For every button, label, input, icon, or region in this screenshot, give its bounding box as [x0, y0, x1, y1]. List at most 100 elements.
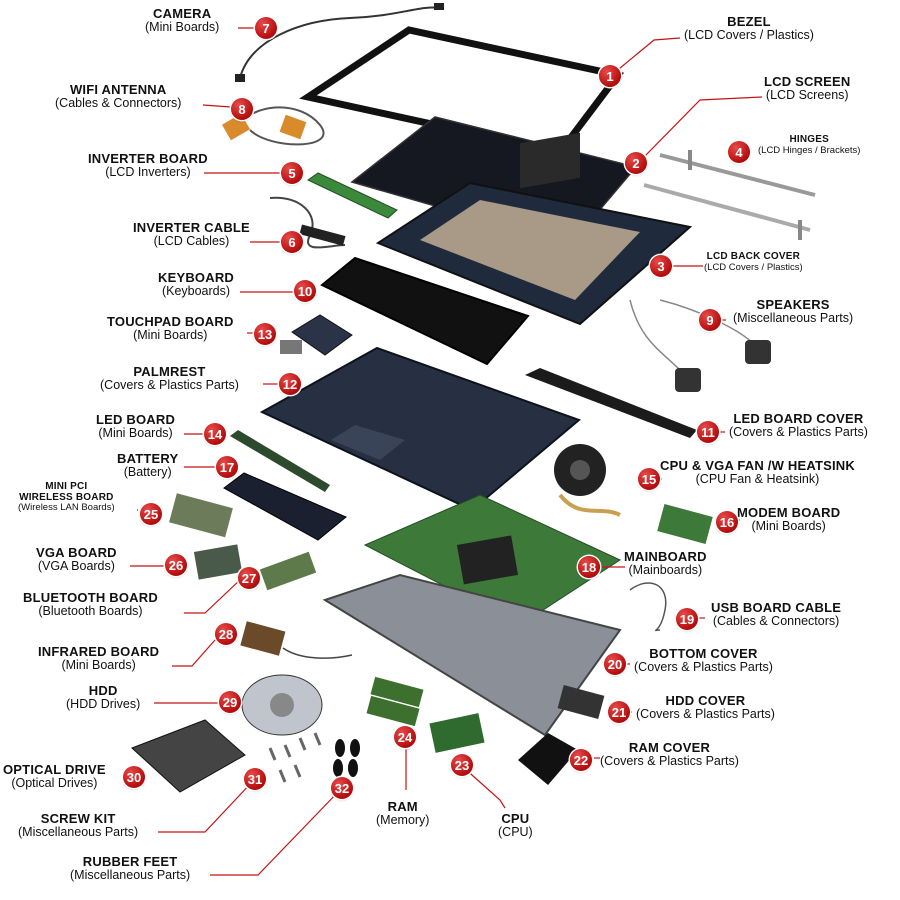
label-category: (Miscellaneous Parts)	[18, 824, 139, 839]
part-badge-26: 26	[165, 554, 187, 576]
label-lcd-back-cover: LCD BACK COVER (LCD Covers / Plastics)	[704, 251, 803, 273]
label-category: (Miscellaneous Parts)	[733, 310, 854, 325]
label-category: (Mini Boards)	[98, 425, 173, 440]
part-badge-12: 12	[279, 373, 301, 395]
label-touchpad-board: TOUCHPAD BOARD (Mini Boards)	[107, 315, 234, 342]
label-title: WIFI ANTENNA	[69, 82, 167, 97]
label-inverter-cable: INVERTER CABLE (LCD Cables)	[133, 221, 250, 248]
label-title: SPEAKERS	[756, 297, 830, 312]
part-badge-29: 29	[219, 691, 241, 713]
part-badge-3: 3	[650, 255, 672, 277]
label-title: CAMERA	[153, 6, 212, 21]
part-badge-23: 23	[451, 754, 473, 776]
label-title: BEZEL	[727, 14, 771, 29]
label-title: USB BOARD CABLE	[711, 600, 842, 615]
label-battery: BATTERY (Battery)	[117, 452, 178, 479]
label-title: BOTTOM COVER	[649, 646, 758, 661]
label-title: INFRARED BOARD	[38, 644, 160, 659]
label-title: MODEM BOARD	[737, 505, 841, 520]
part-badge-4: 4	[728, 141, 750, 163]
part-badge-2: 2	[625, 152, 647, 174]
label-ram-cover: RAM COVER (Covers & Plastics Parts)	[600, 741, 739, 768]
label-title: INVERTER BOARD	[88, 151, 208, 166]
label-lcd-screen: LCD SCREEN (LCD Screens)	[764, 75, 851, 102]
part-badge-9: 9	[699, 309, 721, 331]
part-badge-10: 10	[294, 280, 316, 302]
label-title: SCREW KIT	[40, 811, 116, 826]
label-keyboard: KEYBOARD (Keyboards)	[158, 271, 234, 298]
label-infrared-board: INFRARED BOARD (Mini Boards)	[38, 645, 159, 672]
label-bluetooth-board: BLUETOOTH BOARD (Bluetooth Boards)	[23, 591, 158, 618]
label-title: PALMREST	[133, 364, 206, 379]
label-category: (Mini Boards)	[751, 518, 826, 533]
part-badge-7: 7	[255, 17, 277, 39]
label-speakers: SPEAKERS (Miscellaneous Parts)	[733, 298, 853, 325]
part-badge-20: 20	[604, 653, 626, 675]
label-screw-kit: SCREW KIT (Miscellaneous Parts)	[18, 812, 138, 839]
label-category: (Miscellaneous Parts)	[70, 867, 191, 882]
label-category: (Optical Drives)	[11, 775, 98, 790]
part-badge-21: 21	[608, 701, 630, 723]
label-title: LCD SCREEN	[764, 74, 851, 89]
label-category: (CPU Fan & Heatsink)	[695, 471, 820, 486]
label-inverter-board: INVERTER BOARD (LCD Inverters)	[88, 152, 208, 179]
label-title: OPTICAL DRIVE	[3, 762, 106, 777]
label-category: (LCD Covers / Plastics)	[684, 27, 814, 42]
part-badge-31: 31	[244, 768, 266, 790]
part-badge-24: 24	[394, 726, 416, 748]
label-title: RUBBER FEET	[82, 854, 178, 869]
label-title: BLUETOOTH BOARD	[23, 590, 158, 605]
label-category: (Covers & Plastics Parts)	[100, 377, 239, 392]
label-category: (Covers & Plastics Parts)	[600, 753, 739, 768]
label-category: (LCD Hinges / Brackets)	[758, 144, 861, 156]
label-title: HDD	[88, 683, 118, 698]
label-category: (Cables & Connectors)	[55, 95, 182, 110]
part-badge-25: 25	[140, 503, 162, 525]
label-category: (Mainboards)	[628, 562, 703, 577]
part-badge-18: 18	[578, 556, 600, 578]
label-cpu: CPU (CPU)	[498, 812, 533, 839]
label-vga-board: VGA BOARD (VGA Boards)	[36, 546, 117, 573]
label-category: (LCD Screens)	[765, 87, 849, 102]
part-badge-13: 13	[254, 323, 276, 345]
label-category: (Covers & Plastics Parts)	[729, 424, 868, 439]
part-badge-32: 32	[331, 777, 353, 799]
label-led-board: LED BOARD (Mini Boards)	[96, 413, 175, 440]
label-title: LCD BACK COVER	[706, 251, 801, 262]
label-hdd: HDD (HDD Drives)	[66, 684, 140, 711]
label-category: (CPU)	[498, 824, 533, 839]
label-cpu-vga-fan: CPU & VGA FAN /W HEATSINK (CPU Fan & Hea…	[660, 459, 855, 486]
label-category: (Bluetooth Boards)	[38, 603, 143, 618]
label-title: RAM COVER	[628, 740, 711, 755]
label-palmrest: PALMREST (Covers & Plastics Parts)	[100, 365, 239, 392]
label-category: (VGA Boards)	[37, 558, 115, 573]
part-badge-16: 16	[716, 511, 738, 533]
label-category: (LCD Inverters)	[105, 164, 191, 179]
part-badge-8: 8	[231, 98, 253, 120]
label-title: HINGES	[789, 134, 829, 145]
label-category: (HDD Drives)	[66, 696, 141, 711]
label-category: (Mini Boards)	[133, 327, 208, 342]
part-badge-5: 5	[281, 162, 303, 184]
label-title: INVERTER CABLE	[133, 220, 250, 235]
label-category: (LCD Covers / Plastics)	[704, 261, 803, 273]
label-rubber-feet: RUBBER FEET (Miscellaneous Parts)	[70, 855, 190, 882]
label-category: (Memory)	[376, 812, 430, 827]
part-badge-14: 14	[204, 423, 226, 445]
label-title: VGA BOARD	[36, 545, 117, 560]
label-category: (Cables & Connectors)	[712, 613, 840, 628]
label-title: MINI PCI WIRELESS BOARD	[19, 481, 114, 503]
label-title: CPU & VGA FAN /W HEATSINK	[660, 458, 855, 473]
label-title: HDD COVER	[665, 693, 746, 708]
label-title: LED BOARD	[96, 412, 176, 427]
label-category: (Keyboards)	[161, 283, 231, 298]
label-optical-drive: OPTICAL DRIVE (Optical Drives)	[3, 763, 106, 790]
label-category: (Covers & Plastics Parts)	[636, 706, 775, 721]
part-badge-19: 19	[676, 608, 698, 630]
label-category: (Mini Boards)	[145, 19, 220, 34]
label-title: BATTERY	[117, 451, 179, 466]
label-mini-pci: MINI PCI WIRELESS BOARD (Wireless LAN Bo…	[18, 481, 115, 513]
label-led-board-cover: LED BOARD COVER (Covers & Plastics Parts…	[729, 412, 868, 439]
part-badge-17: 17	[216, 456, 238, 478]
